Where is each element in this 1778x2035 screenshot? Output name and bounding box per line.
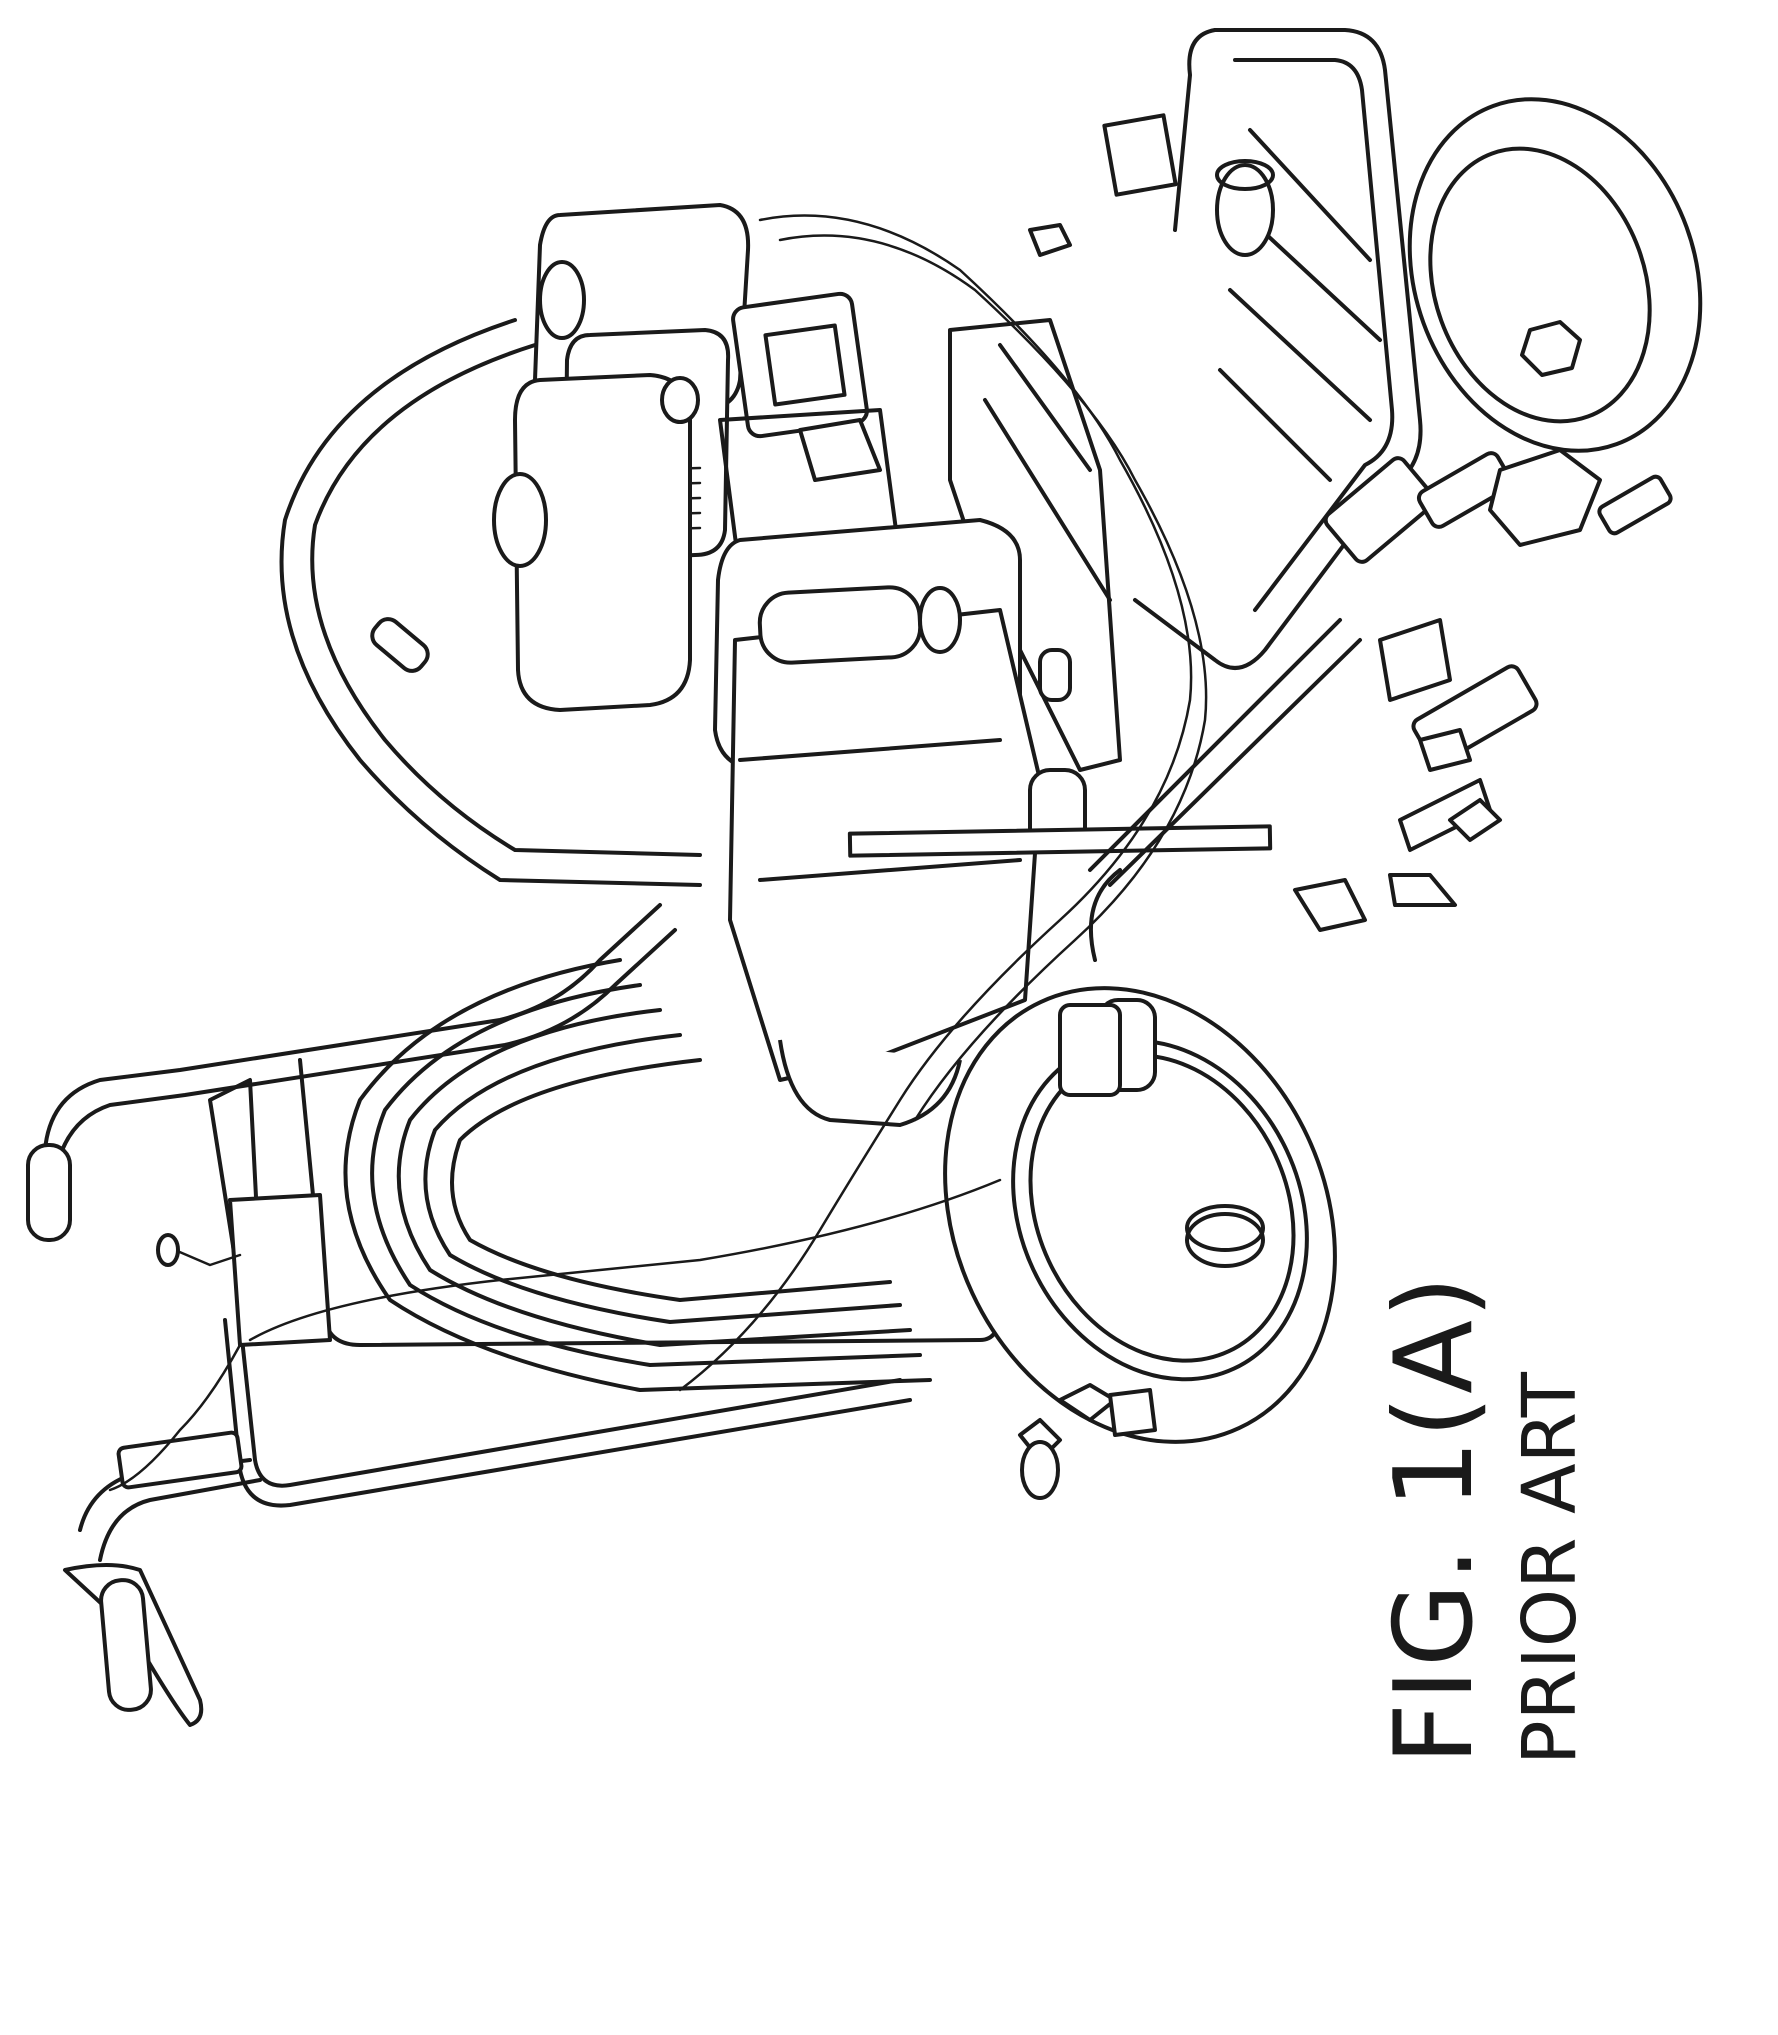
- figure-sublabel: PRIOR ART: [1500, 1205, 1600, 1765]
- pump-housing: [715, 320, 1270, 1125]
- figure-caption: FIG. 1(A) PRIOR ART: [1370, 1205, 1610, 1765]
- figure-label: FIG. 1(A): [1370, 1205, 1500, 1765]
- upper-frame: [1104, 30, 1420, 668]
